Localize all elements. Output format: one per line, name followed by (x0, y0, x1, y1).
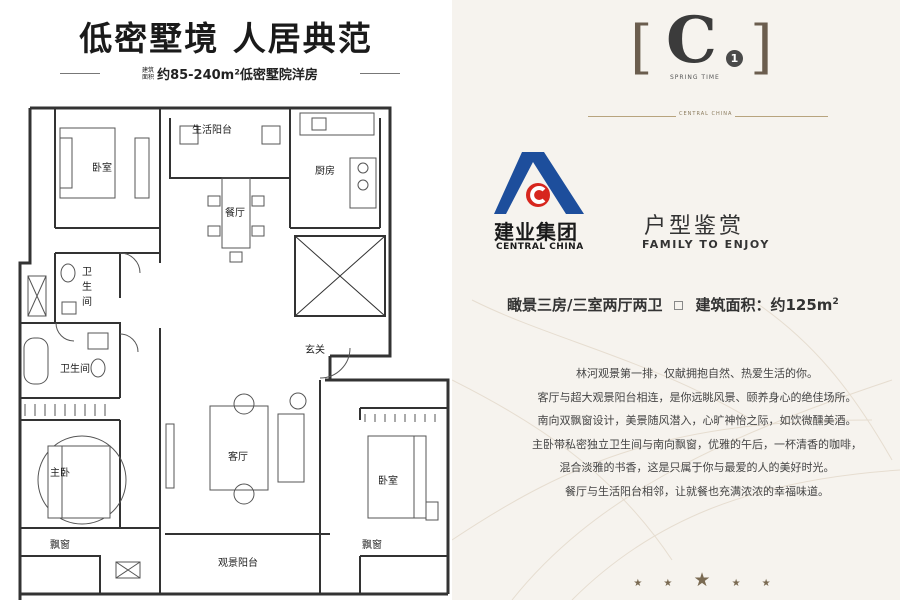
subheadline: 建筑面积约85-240m²低密墅院洋房 (100, 64, 360, 84)
bracket-left-icon: [ (630, 13, 653, 81)
description-line: 主卧带私密独立卫生间与南向飘窗，优雅的午后，一杯清香的咖啡， (532, 437, 862, 451)
room-bath-1-char-3: 间 (82, 295, 92, 308)
headline: 低密墅境 人居典范 (79, 19, 373, 58)
area-label: 建筑面积 (142, 66, 155, 81)
room-kitchen: 厨房 (315, 164, 335, 177)
star-icon: ★ (761, 578, 771, 589)
description-line: 林河观景第一排，仅献拥抱自然、热爱生活的你。 (576, 367, 818, 380)
star-icon: ★ (731, 578, 741, 589)
room-bay-window-right: 飘窗 (362, 538, 382, 551)
room-bath-2: 卫生间 (60, 362, 90, 375)
unit-number-badge: 1 (726, 50, 743, 67)
central-china-logo-icon (494, 152, 584, 214)
description-line: 客厅与超大观景阳台相连，是你远眺风景、颐养身心的绝佳场所。 (537, 390, 857, 404)
room-bath-1-char-1: 卫 (82, 267, 92, 278)
subheadline-divider-right (360, 73, 400, 74)
room-master: 主卧 (50, 466, 70, 479)
section-title: 户型鉴赏 (644, 214, 745, 239)
area-range-text: 约85-240m²低密墅院洋房 (157, 68, 318, 83)
room-bay-window-left: 飘窗 (50, 538, 70, 551)
bracket-right-icon: ] (750, 13, 773, 81)
room-bedroom-nw: 卧室 (92, 161, 112, 174)
room-foyer: 玄关 (305, 343, 325, 356)
spec-separator-icon (674, 301, 684, 310)
description-line: 混合淡雅的书香，这是只属于你与最爱的人的美好时光。 (559, 461, 835, 474)
floor-plan-drawing: 卧室 生活阳台 厨房 餐厅 卫 生 间 卫生间 玄关 客厅 主卧 卧室 飘窗 飘… (18, 106, 450, 600)
unit-title: [ C 1 ] SPRING TIME (630, 4, 780, 86)
unit-area: 建筑面积：约125m (695, 296, 833, 314)
star-icon: ★ (663, 578, 673, 589)
room-bath-1-char-2: 生 (82, 280, 92, 293)
room-bedroom-se: 卧室 (378, 474, 398, 487)
unit-letter: C (666, 3, 717, 78)
section-subtitle: FAMILY TO ENJOY (642, 238, 770, 251)
floorplan-panel: 低密墅境 人居典范 建筑面积约85-240m²低密墅院洋房 (18, 19, 450, 600)
room-view-balcony: 观景阳台 (218, 556, 258, 569)
room-living-balcony: 生活阳台 (192, 123, 232, 136)
description: 林河观景第一排，仅献拥抱自然、热爱生活的你。 客厅与超大观景阳台相连，是你远眺风… (502, 362, 892, 503)
unit-spec: 瞰景三房/三室两厅两卫 建筑面积：约125m2 (507, 294, 887, 315)
brand-name-en: CENTRAL CHINA (496, 242, 584, 252)
subheadline-divider-left (60, 73, 100, 74)
star-rating: ★ ★ ★ ★ ★ (602, 569, 802, 593)
brand-logo: 建业集团 CENTRAL CHINA (492, 150, 592, 262)
star-icon: ★ (633, 578, 643, 589)
room-dining: 餐厅 (225, 206, 245, 219)
star-icon: ★ (693, 569, 711, 591)
unit-layout: 瞰景三房/三室两厅两卫 (507, 296, 663, 314)
unit-area-superscript: 2 (832, 297, 839, 307)
description-line: 餐厅与生活阳台相邻，让就餐也充满浓浓的幸福味道。 (565, 484, 829, 498)
info-panel: [ C 1 ] SPRING TIME CENTRAL CHINA 建业集团 C… (452, 0, 900, 600)
description-line: 南向双飘窗设计，美景随风潜入，心旷神怡之际，如饮微醺美酒。 (537, 414, 857, 427)
divider-tag: CENTRAL CHINA (676, 111, 736, 117)
room-living: 客厅 (228, 450, 248, 463)
leaf-background-pattern (452, 299, 900, 600)
brand-name-cn: 建业集团 (494, 220, 578, 244)
unit-subtitle: SPRING TIME (670, 74, 720, 81)
